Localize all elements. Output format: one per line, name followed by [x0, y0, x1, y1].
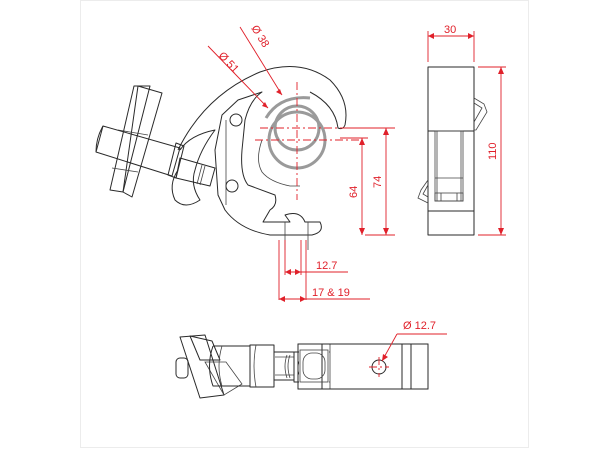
- pipe-sections: [264, 96, 327, 170]
- clamp-body: [171, 66, 347, 250]
- dim-label-pipe-51: Ø 51: [216, 50, 241, 76]
- dim-label-width-30: 30: [444, 24, 456, 36]
- dim-label-hole-12-7: Ø 12.7: [403, 320, 436, 332]
- dim-label-slot-12-7: 12.7: [316, 260, 337, 272]
- dim-label-height-110: 110: [487, 142, 499, 160]
- dim-label-height-64: 64: [348, 186, 360, 198]
- dim-label-base-17-19: 17 & 19: [312, 287, 350, 299]
- end-view: [417, 31, 506, 236]
- t-knob-handle: [95, 85, 216, 198]
- dim-label-height-74: 74: [372, 176, 384, 188]
- side-view: [95, 26, 395, 302]
- top-view: [175, 333, 447, 399]
